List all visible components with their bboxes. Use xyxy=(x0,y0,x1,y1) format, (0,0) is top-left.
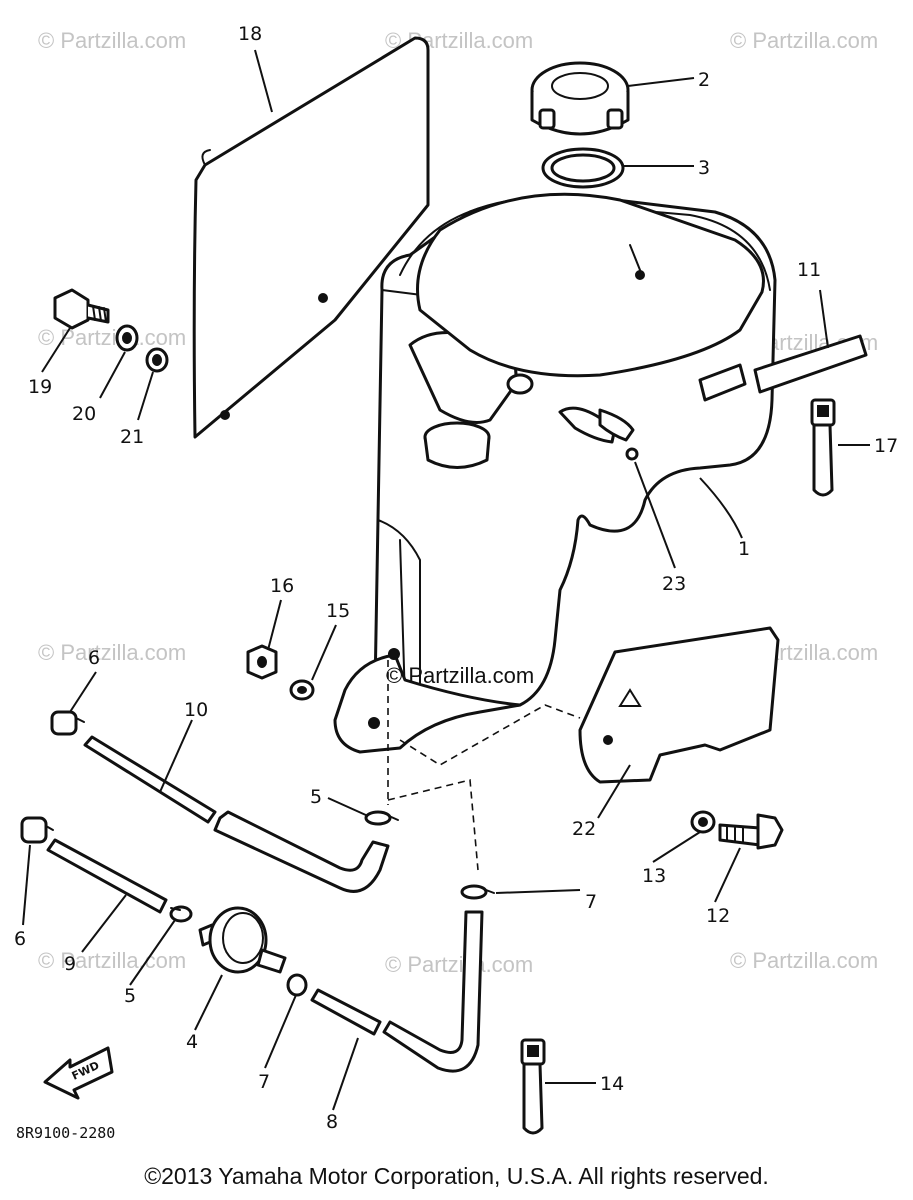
retainer-part-14 xyxy=(520,1038,546,1135)
clip-part-5a xyxy=(364,810,399,826)
tank-part-1 xyxy=(333,192,777,754)
washer-part-13 xyxy=(690,810,716,834)
callout-19: 19 xyxy=(28,376,52,398)
pump-part-4 xyxy=(198,906,287,974)
hose-part-10 xyxy=(83,735,390,893)
part-code: 8R9100-2280 xyxy=(16,1124,115,1142)
callout-5a: 5 xyxy=(310,786,322,808)
callout-8: 8 xyxy=(326,1111,338,1133)
copyright-notice: ©2013 Yamaha Motor Corporation, U.S.A. A… xyxy=(144,1163,769,1189)
callout-14: 14 xyxy=(600,1073,624,1095)
hose-part-8 xyxy=(310,910,484,1073)
clip-part-7b xyxy=(286,973,308,997)
cap-part-2 xyxy=(530,61,630,136)
nut-part-20 xyxy=(115,324,139,352)
callout-13: 13 xyxy=(642,865,666,887)
clip-part-7a xyxy=(460,884,495,900)
callout-1: 1 xyxy=(738,538,750,560)
callout-5b: 5 xyxy=(124,985,136,1007)
callout-7b: 7 xyxy=(258,1071,270,1093)
callout-11: 11 xyxy=(797,259,821,281)
callout-6b: 6 xyxy=(14,928,26,950)
clamp-part-6a xyxy=(50,710,85,736)
panel-part-18 xyxy=(192,36,430,439)
callout-15: 15 xyxy=(326,600,350,622)
watermark: © Partzilla.com xyxy=(38,948,186,973)
watermark: © Partzilla.com xyxy=(385,952,533,977)
callout-20: 20 xyxy=(72,403,96,425)
callout-3: 3 xyxy=(698,157,710,179)
callout-23: 23 xyxy=(662,573,686,595)
callout-10: 10 xyxy=(184,699,208,721)
leader-lines xyxy=(22,49,870,1111)
washer-part-21 xyxy=(145,347,169,373)
callout-22: 22 xyxy=(572,818,596,840)
bracket-plate-part-22 xyxy=(578,626,780,784)
watermark: © Partzilla.com xyxy=(38,640,186,665)
callout-18: 18 xyxy=(238,23,262,45)
hose-part-11 xyxy=(698,334,868,402)
watermark: © Partzilla.com xyxy=(730,28,878,53)
bolt-part-12 xyxy=(718,813,784,850)
hose-part-9 xyxy=(46,838,168,914)
gasket-part-3 xyxy=(541,147,625,189)
forward-arrow-icon: FWD xyxy=(43,1046,114,1100)
retainer-part-17 xyxy=(810,398,836,497)
clamp-part-23 xyxy=(558,406,639,461)
callout-2: 2 xyxy=(698,69,710,91)
watermark: © Partzilla.com xyxy=(38,28,186,53)
clamp-part-6b xyxy=(20,816,54,844)
callout-4: 4 xyxy=(186,1031,198,1053)
callout-6a: 6 xyxy=(88,647,100,669)
callout-7a: 7 xyxy=(585,891,597,913)
callout-12: 12 xyxy=(706,905,730,927)
center-watermark: © Partzilla.com xyxy=(386,663,534,688)
clip-part-5b xyxy=(169,905,193,923)
washer-part-15 xyxy=(289,679,315,701)
watermark: © Partzilla.com xyxy=(730,948,878,973)
bolt-part-19 xyxy=(53,288,110,330)
callout-16: 16 xyxy=(270,575,294,597)
callout-21: 21 xyxy=(120,426,144,448)
nut-part-16 xyxy=(246,644,278,680)
callouts: 18 2 3 11 17 1 23 19 20 21 16 15 6 10 5 … xyxy=(14,23,898,1133)
callout-9: 9 xyxy=(64,953,76,975)
watermark: © Partzilla.com xyxy=(38,325,186,350)
assembly-lines xyxy=(387,660,581,871)
callout-17: 17 xyxy=(874,435,898,457)
